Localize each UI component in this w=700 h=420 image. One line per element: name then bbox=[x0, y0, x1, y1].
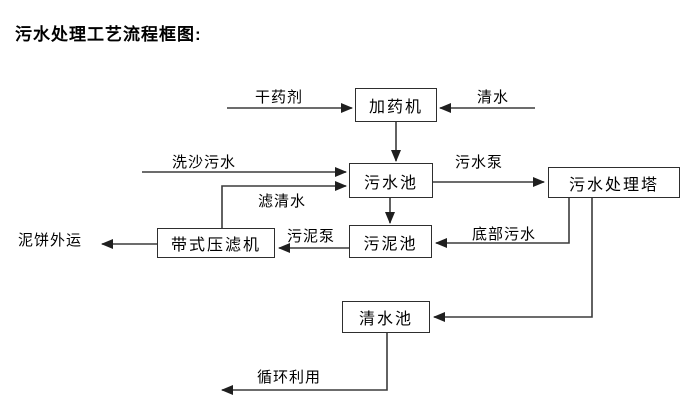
arrow-bottom-sewage-to-sludge-pool bbox=[435, 198, 570, 248]
arrow-tower-to-clean-water-pool bbox=[433, 198, 593, 322]
page-title: 污水处理工艺流程框图: bbox=[15, 25, 202, 44]
node-dosing-machine: 加药机 bbox=[355, 88, 437, 122]
node-belt-filter-press: 带式压滤机 bbox=[157, 228, 275, 258]
flow-label-recycling: 循环利用 bbox=[257, 369, 322, 386]
flow-label-clean-water: 清水 bbox=[477, 89, 510, 106]
node-sewage-treatment-tower: 污水处理塔 bbox=[548, 167, 680, 198]
flow-label-sand-washing-sewage: 洗沙污水 bbox=[172, 154, 237, 171]
flow-label-dry-chemical: 干药剂 bbox=[255, 89, 304, 106]
node-clean-water-pool: 清水池 bbox=[342, 301, 430, 333]
node-sewage-pool: 污水池 bbox=[349, 163, 433, 198]
flow-label-filtered-water: 滤清水 bbox=[258, 193, 307, 210]
flow-label-sewage-pump: 污水泵 bbox=[455, 154, 504, 171]
flow-label-sludge-pump: 污泥泵 bbox=[287, 228, 336, 245]
node-sludge-pool: 污泥池 bbox=[349, 225, 432, 258]
flow-label-bottom-sewage: 底部污水 bbox=[472, 226, 537, 243]
flow-label-mud-cake-transport: 泥饼外运 bbox=[18, 232, 83, 249]
arrow-filtered-water-to-sewage-pool bbox=[221, 181, 347, 228]
arrow-clean-water-pool-to-recycling bbox=[221, 333, 388, 395]
